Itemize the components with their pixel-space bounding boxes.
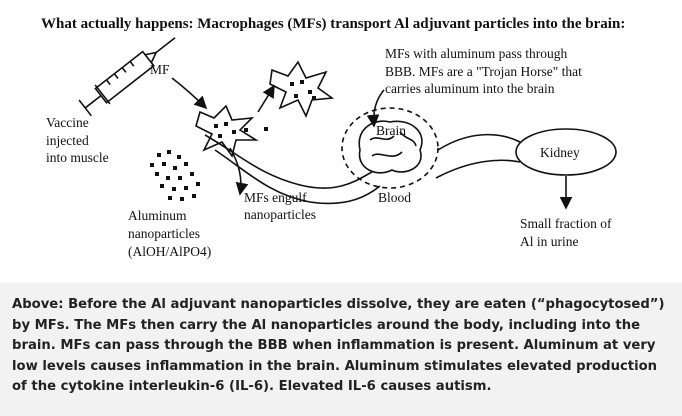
urine-label: Small fraction of Al in urine [520, 216, 615, 249]
kidney-label: Kidney [540, 145, 580, 160]
macrophage-cell-1 [195, 104, 268, 158]
diagram-title: What actually happens: Macrophages (MFs)… [41, 16, 625, 32]
brain-icon [341, 107, 439, 189]
trojan-pointer-arrow [366, 89, 385, 128]
caption-text: Above: Before the Al adjuvant nanopartic… [12, 297, 665, 394]
brain-label: Brain [376, 123, 406, 138]
aluminum-particles [150, 150, 200, 201]
caption-box: Above: Before the Al adjuvant nanopartic… [0, 283, 682, 416]
trojan-horse-label: MFs with aluminum pass through BBB. MFs … [385, 46, 585, 96]
macrophage-cell-2 [269, 60, 335, 118]
transport-arrow [257, 84, 275, 113]
mf-label: MF [150, 62, 170, 77]
blood-label: Blood [378, 190, 411, 205]
aluminum-label: Aluminum nanoparticles (AlOH/AlPO4) [128, 208, 211, 259]
engulf-label: MFs engulf nanoparticles [244, 190, 316, 222]
syringe-icon [78, 37, 176, 117]
vaccine-label: Vaccine injected into muscle [46, 115, 109, 165]
kidney-shape [515, 128, 617, 176]
macrophage-transport-diagram: What actually happens: Macrophages (MFs)… [41, 16, 625, 259]
mf-pointer-arrow [171, 77, 208, 110]
blood-vessel [204, 133, 521, 205]
